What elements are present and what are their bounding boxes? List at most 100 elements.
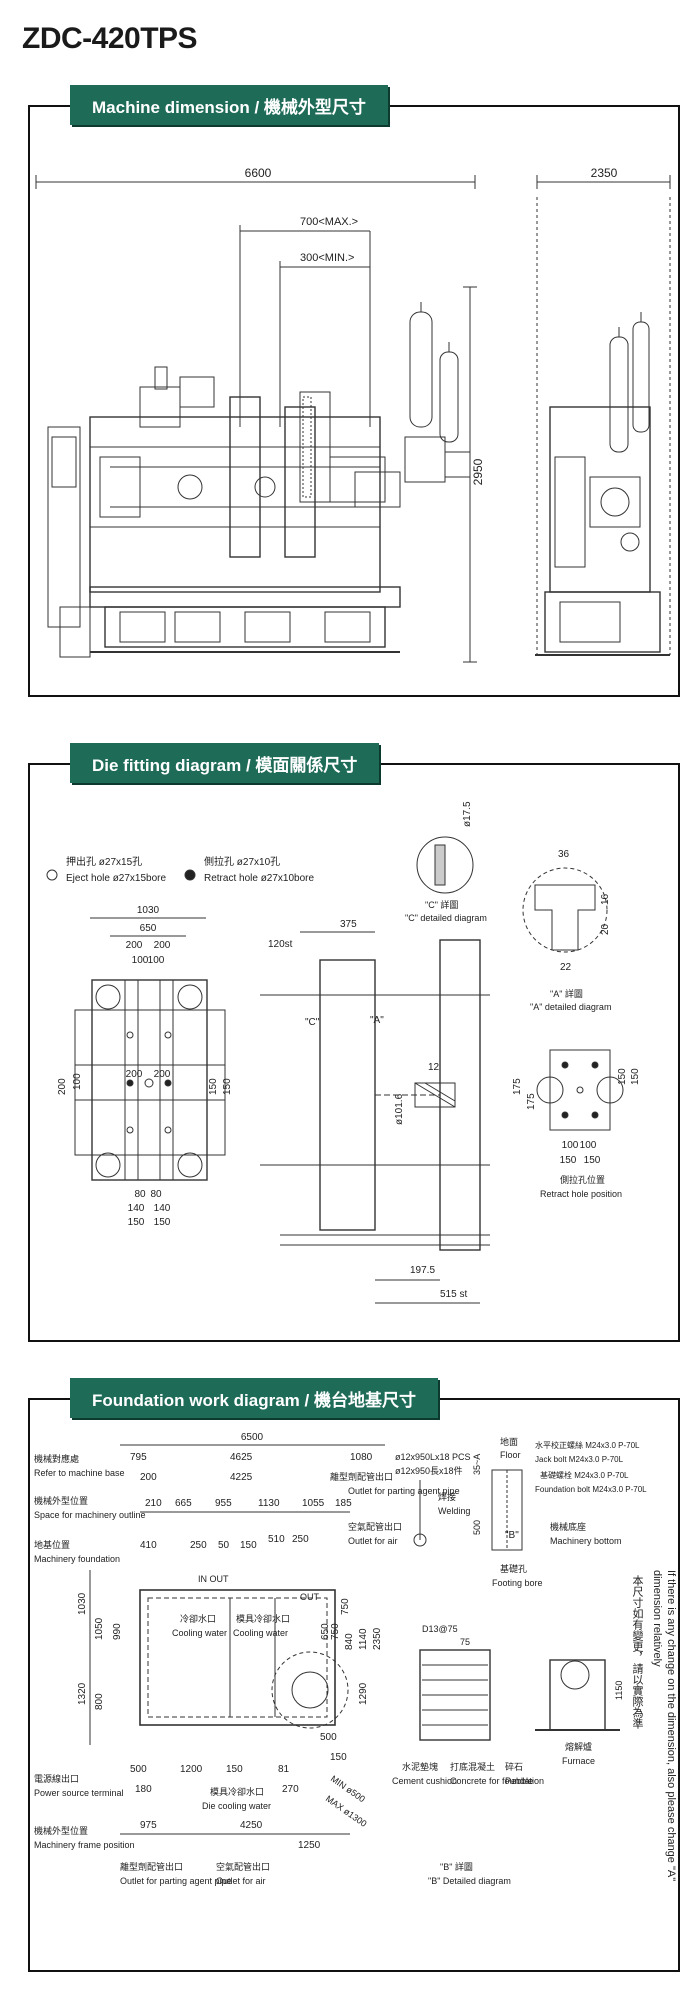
label-air-bottom-en: Outlet for air: [216, 1876, 266, 1886]
foundation-note-en: If there is any change on the dimension,…: [651, 1570, 677, 1882]
weld-en: Welding: [438, 1506, 470, 1516]
platen-dim-100b: 100: [148, 955, 165, 966]
c-detail-dim: ø17.5: [462, 801, 473, 827]
found-dim-1140: 1140: [358, 1628, 369, 1650]
retract-dim-150c: 150: [560, 1155, 577, 1166]
found-dim-270: 270: [282, 1784, 299, 1795]
label-foundation-cn: 地基位置: [34, 1539, 70, 1550]
found-dim-650: 650: [320, 1623, 331, 1640]
bore-en: Footing bore: [492, 1578, 543, 1588]
a-dim-22: 22: [560, 962, 572, 973]
found-dim-955: 955: [215, 1498, 232, 1509]
a-dim-36: 36: [558, 849, 570, 860]
label-parting-top-en: Outlet for parting agent pipe: [348, 1486, 460, 1496]
found-dim-1250: 1250: [298, 1840, 321, 1851]
label-mould-cooling-cn: 模具冷卻水口: [236, 1613, 290, 1624]
cement-cn: 水泥墊塊: [402, 1761, 438, 1772]
label-frame-en: Machinery frame position: [34, 1840, 135, 1850]
platen-dim-100a: 100: [132, 955, 149, 966]
side-dim-12: 12: [428, 1062, 440, 1073]
rod-spec-a: ø12x950Lx18 PCS: [395, 1452, 471, 1462]
platen-dim-150-r1: 150: [222, 1078, 233, 1095]
a-detail-en: "A" detailed diagram: [530, 1002, 611, 1012]
floor-en: Floor: [500, 1450, 521, 1460]
label-parting-bottom-en: Outlet for parting agent pipe: [120, 1876, 232, 1886]
side-dim-101: ø101.6: [394, 1093, 405, 1125]
found-dim-6500: 6500: [241, 1432, 264, 1443]
found-dim-1200: 1200: [180, 1764, 203, 1775]
dim-stroke-max: 700<MAX.>: [300, 216, 358, 228]
dim-stroke-min: 300<MIN.>: [300, 252, 354, 264]
retract-dim-100b: 100: [580, 1140, 597, 1151]
found-dim-50: 50: [218, 1540, 230, 1551]
foundation-note-cn: 本尺寸如有變更，請以實際為準: [631, 1575, 643, 1729]
found-dim-1080: 1080: [350, 1452, 373, 1463]
retract-dim-150d: 150: [584, 1155, 601, 1166]
found-out: OUT: [300, 1592, 320, 1602]
floor-cn: 地面: [500, 1436, 518, 1447]
label-power-cn: 電源線出口: [34, 1773, 79, 1784]
machine-dimension-title: Machine dimension / 機械外型尺寸: [70, 85, 388, 125]
label-machine-base-cn: 機械對應處: [34, 1453, 79, 1464]
label-air-top-cn: 空氣配管出口: [348, 1521, 402, 1532]
jack-cn: 水平校正螺絲 M24x3.0 P-70L: [535, 1440, 640, 1450]
a-dim-20: 20: [600, 923, 611, 935]
found-en: Foundation bolt M24x3.0 P-70L: [535, 1485, 647, 1494]
dim-height: 2950: [471, 458, 485, 485]
label-air-top-en: Outlet for air: [348, 1536, 398, 1546]
platen-dim-650: 650: [140, 923, 157, 934]
bottom-cn: 機械底座: [550, 1521, 586, 1532]
found-dim-4225: 4225: [230, 1472, 253, 1483]
found-dim-1050: 1050: [94, 1617, 105, 1640]
found-in-out: IN OUT: [198, 1574, 229, 1584]
a-dim-16: 16: [600, 893, 611, 905]
label-parting-bottom-cn: 離型劑配管出口: [120, 1861, 183, 1872]
retract-label-en: Retract hole ø27x10bore: [204, 873, 315, 884]
furnace-en: Furnace: [562, 1756, 595, 1766]
side-dim-515st: 515 st: [440, 1289, 467, 1300]
found-dim-150b: 150: [226, 1764, 243, 1775]
label-foundation-en: Machinery foundation: [34, 1554, 120, 1564]
found-dim-185: 185: [335, 1498, 352, 1509]
a-detail-cn: "A" 詳圖: [550, 988, 583, 999]
retract-dim-175b: 175: [526, 1093, 537, 1110]
found-dim-1055: 1055: [302, 1498, 325, 1509]
furnace-cn: 熔解爐: [565, 1741, 592, 1752]
found-dim-250b: 250: [292, 1534, 309, 1545]
platen-dim-200-mid-a: 200: [126, 1069, 143, 1080]
retract-dim-100a: 100: [562, 1140, 579, 1151]
dim-length: 6600: [245, 166, 272, 180]
label-outline-cn: 機械外型位置: [34, 1495, 88, 1506]
page-title: ZDC-420TPS: [22, 22, 198, 55]
found-dim-990: 990: [112, 1623, 123, 1640]
d-spec: D13@75: [422, 1624, 458, 1634]
retract-dim-175a: 175: [512, 1078, 523, 1095]
retract-dim-150b: 150: [630, 1068, 641, 1085]
concrete-cn: 打底混凝土: [450, 1761, 495, 1772]
found-dim-795: 795: [130, 1452, 147, 1463]
label-mould-cooling-en: Cooling water: [233, 1628, 288, 1638]
b-detail-cn: "B" 詳圖: [440, 1861, 473, 1872]
retract-label-cn: 側拉孔 ø27x10孔: [204, 855, 280, 868]
eject-label-cn: 押出孔 ø27x15孔: [66, 855, 142, 868]
jack-en: Jack bolt M24x3.0 P-70L: [535, 1455, 624, 1464]
machine-dimension-drawing: 6600 2350 700<MAX.> 300<MIN.> 2950: [35, 166, 671, 663]
machine-dimension-panel: Machine dimension / 機械外型尺寸 6600 2350 700…: [28, 85, 680, 697]
platen-dim-150-r2: 150: [208, 1078, 219, 1095]
dim-width: 2350: [591, 166, 618, 180]
found-dim-150c: 150: [330, 1752, 347, 1763]
found-dim-800: 800: [94, 1693, 105, 1710]
found-dim-210: 210: [145, 1498, 162, 1509]
found-dim-500b: 500: [320, 1732, 337, 1743]
pebble-en: Pebble: [505, 1776, 533, 1786]
bottom-en: Machinery bottom: [550, 1536, 622, 1546]
found-dim-250a: 250: [190, 1540, 207, 1551]
found-dim-750a: 750: [340, 1598, 351, 1615]
found-dim-81: 81: [278, 1764, 290, 1775]
retract-dim-150a: 150: [617, 1068, 628, 1085]
platen-dim-200-left: 200: [57, 1078, 68, 1095]
platen-dim-200-mid-b: 200: [154, 1069, 171, 1080]
found-dim-510: 510: [268, 1534, 285, 1545]
platen-dim-200b: 200: [154, 940, 171, 951]
platen-dim-1030: 1030: [137, 905, 160, 916]
